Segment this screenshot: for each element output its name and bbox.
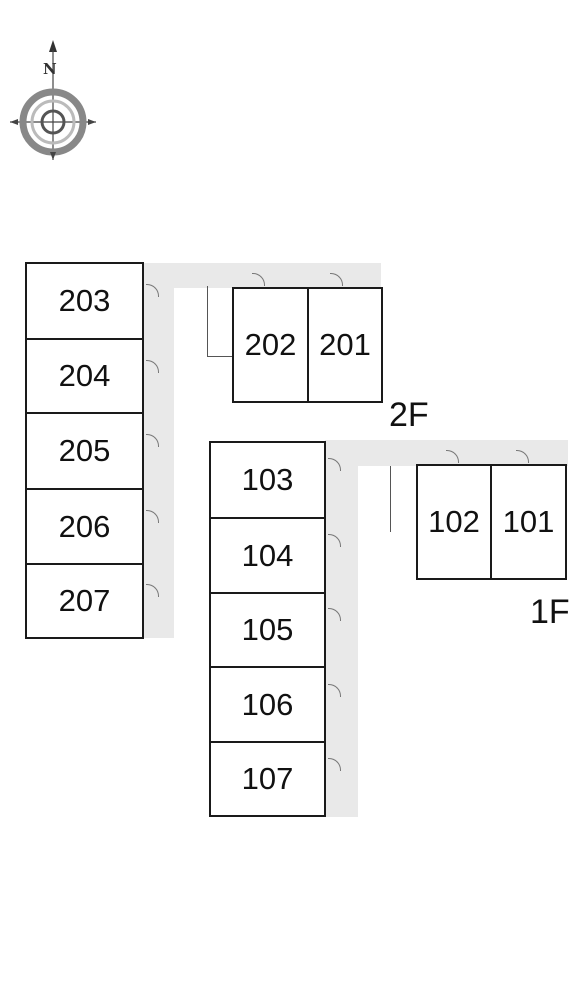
unit-number: 206 [58,508,111,544]
unit-201: 201 [307,287,383,403]
stair-rail-1f [390,466,391,532]
unit-205: 205 [25,412,144,490]
unit-number: 101 [502,504,555,539]
unit-103: 103 [209,441,326,519]
unit-number: 205 [58,433,111,468]
unit-106: 106 [209,666,326,743]
unit-101: 101 [490,464,567,580]
corridor-2f-vertical [143,263,174,638]
floor-label-1f: 1F [530,593,570,631]
unit-206: 206 [25,488,144,565]
unit-number: 201 [319,327,371,362]
floor-label-2f: 2F [389,396,429,434]
unit-207: 207 [25,563,144,639]
unit-number: 204 [58,358,111,393]
corridor-1f-vertical [325,443,358,817]
unit-202: 202 [232,287,309,403]
compass-icon [10,40,96,160]
unit-number: 106 [241,686,294,722]
unit-number: 203 [58,283,111,318]
unit-number: 207 [58,583,111,618]
unit-number: 103 [241,462,294,497]
unit-number: 104 [241,537,294,573]
unit-102: 102 [416,464,492,580]
unit-204: 204 [25,338,144,414]
unit-203: 203 [25,262,144,340]
stair-rail-2f-2 [207,356,233,357]
compass-north-label: N [43,60,57,78]
unit-105: 105 [209,592,326,668]
unit-number: 107 [241,761,294,796]
unit-104: 104 [209,517,326,594]
unit-107: 107 [209,741,326,817]
unit-number: 202 [244,327,297,362]
stair-rail-2f [207,286,208,356]
unit-number: 102 [428,504,480,539]
unit-number: 105 [241,612,294,647]
